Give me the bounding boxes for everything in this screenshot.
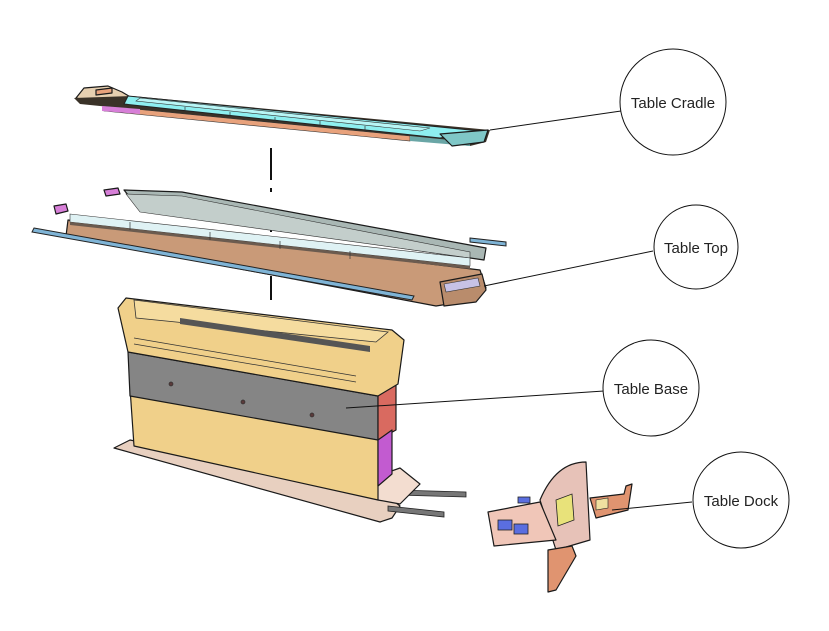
callout-label-table-cradle: Table Cradle (631, 95, 715, 112)
leader-line-top (483, 250, 654, 287)
table-top-part[interactable] (31, 187, 507, 307)
callout-label-table-base: Table Base (614, 381, 688, 398)
callout-leaders (345, 110, 693, 511)
callout-table-dock[interactable]: Table Dock (692, 451, 790, 549)
table-cradle-part[interactable] (74, 85, 490, 147)
callout-table-top[interactable]: Table Top (653, 204, 739, 290)
callout-table-base[interactable]: Table Base (602, 339, 700, 437)
table-base-part[interactable] (113, 297, 467, 523)
leader-line-dock (611, 501, 693, 511)
callout-label-table-top: Table Top (664, 240, 728, 257)
leader-line-base (345, 390, 605, 409)
table-dock-part[interactable] (487, 461, 633, 593)
callout-label-table-dock: Table Dock (704, 493, 779, 510)
callout-table-cradle[interactable]: Table Cradle (619, 48, 727, 156)
leader-line-cradle (489, 110, 622, 131)
